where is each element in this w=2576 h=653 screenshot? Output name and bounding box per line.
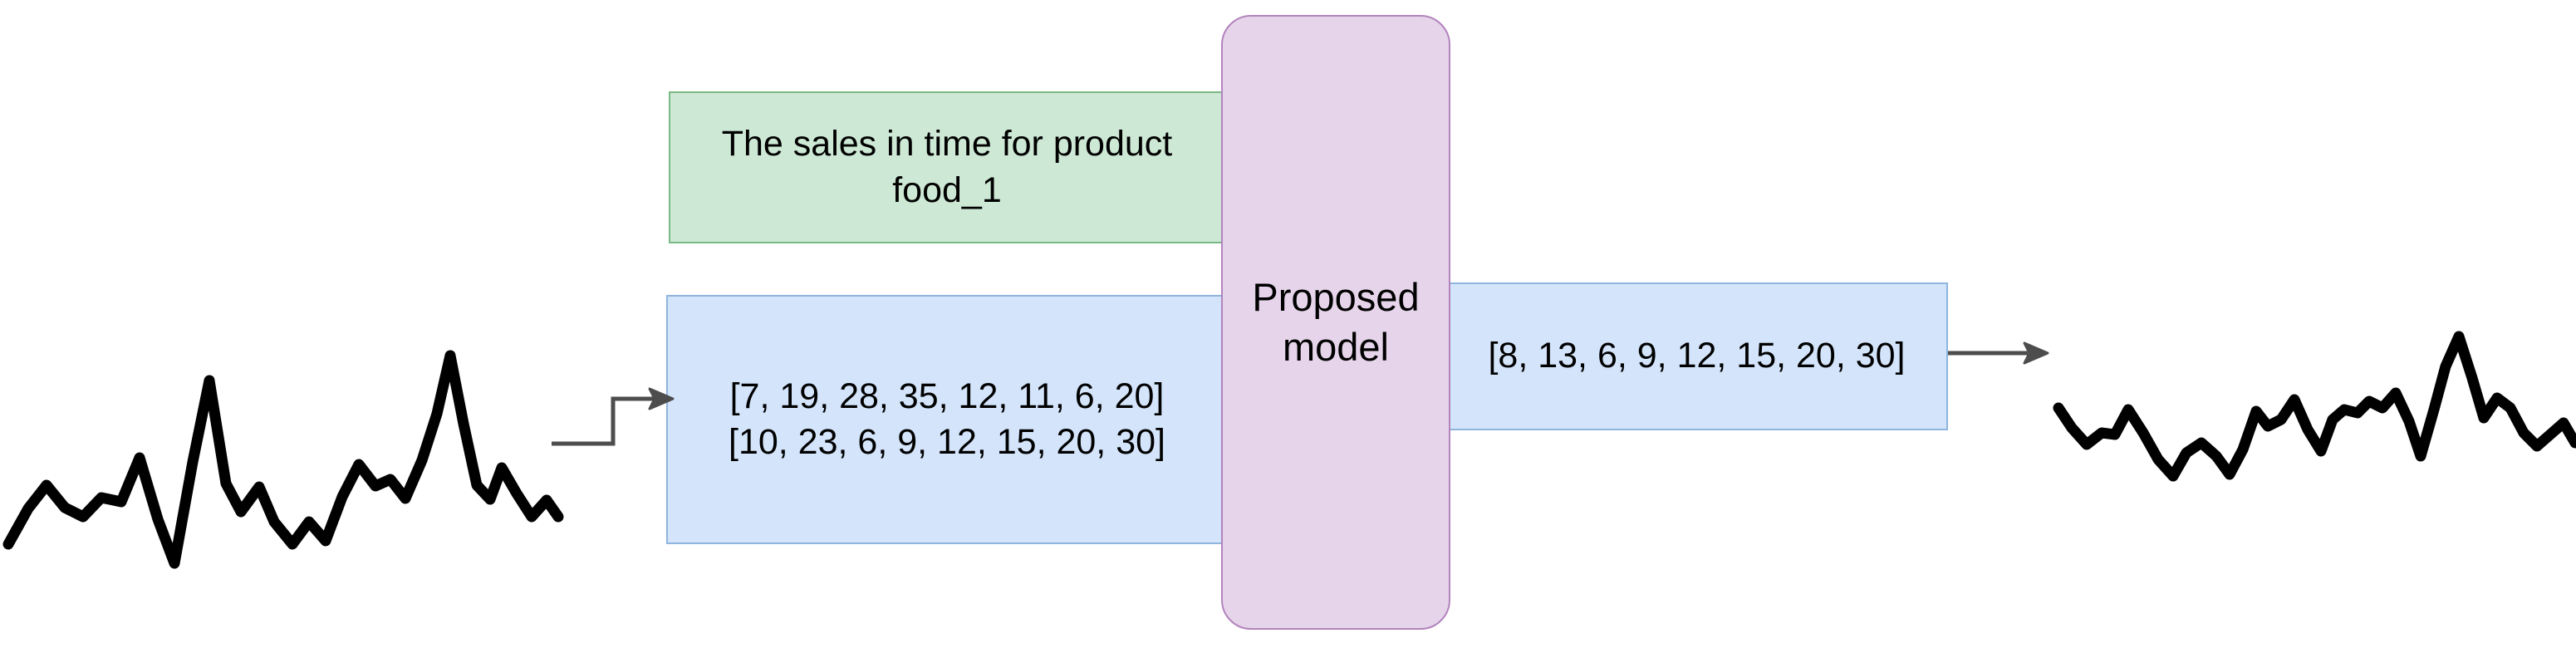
input-waveform-path: [2, 350, 564, 569]
input-sequences-box: [7, 19, 28, 35, 12, 11, 6, 20] [10, 23, …: [666, 295, 1228, 544]
output-waveform-path: [2053, 331, 2576, 482]
input-timeseries-waveform: [2, 350, 564, 569]
output-timeseries-waveform: [2053, 331, 2576, 482]
series-title-box: The sales in time for product food_1: [669, 91, 1225, 243]
input-arrow-icon: [552, 387, 675, 446]
proposed-model-box: Proposed model: [1221, 15, 1450, 630]
output-arrow-icon: [1948, 341, 2049, 365]
output-sequence-box: [8, 13, 6, 9, 12, 15, 20, 30]: [1445, 282, 1948, 430]
